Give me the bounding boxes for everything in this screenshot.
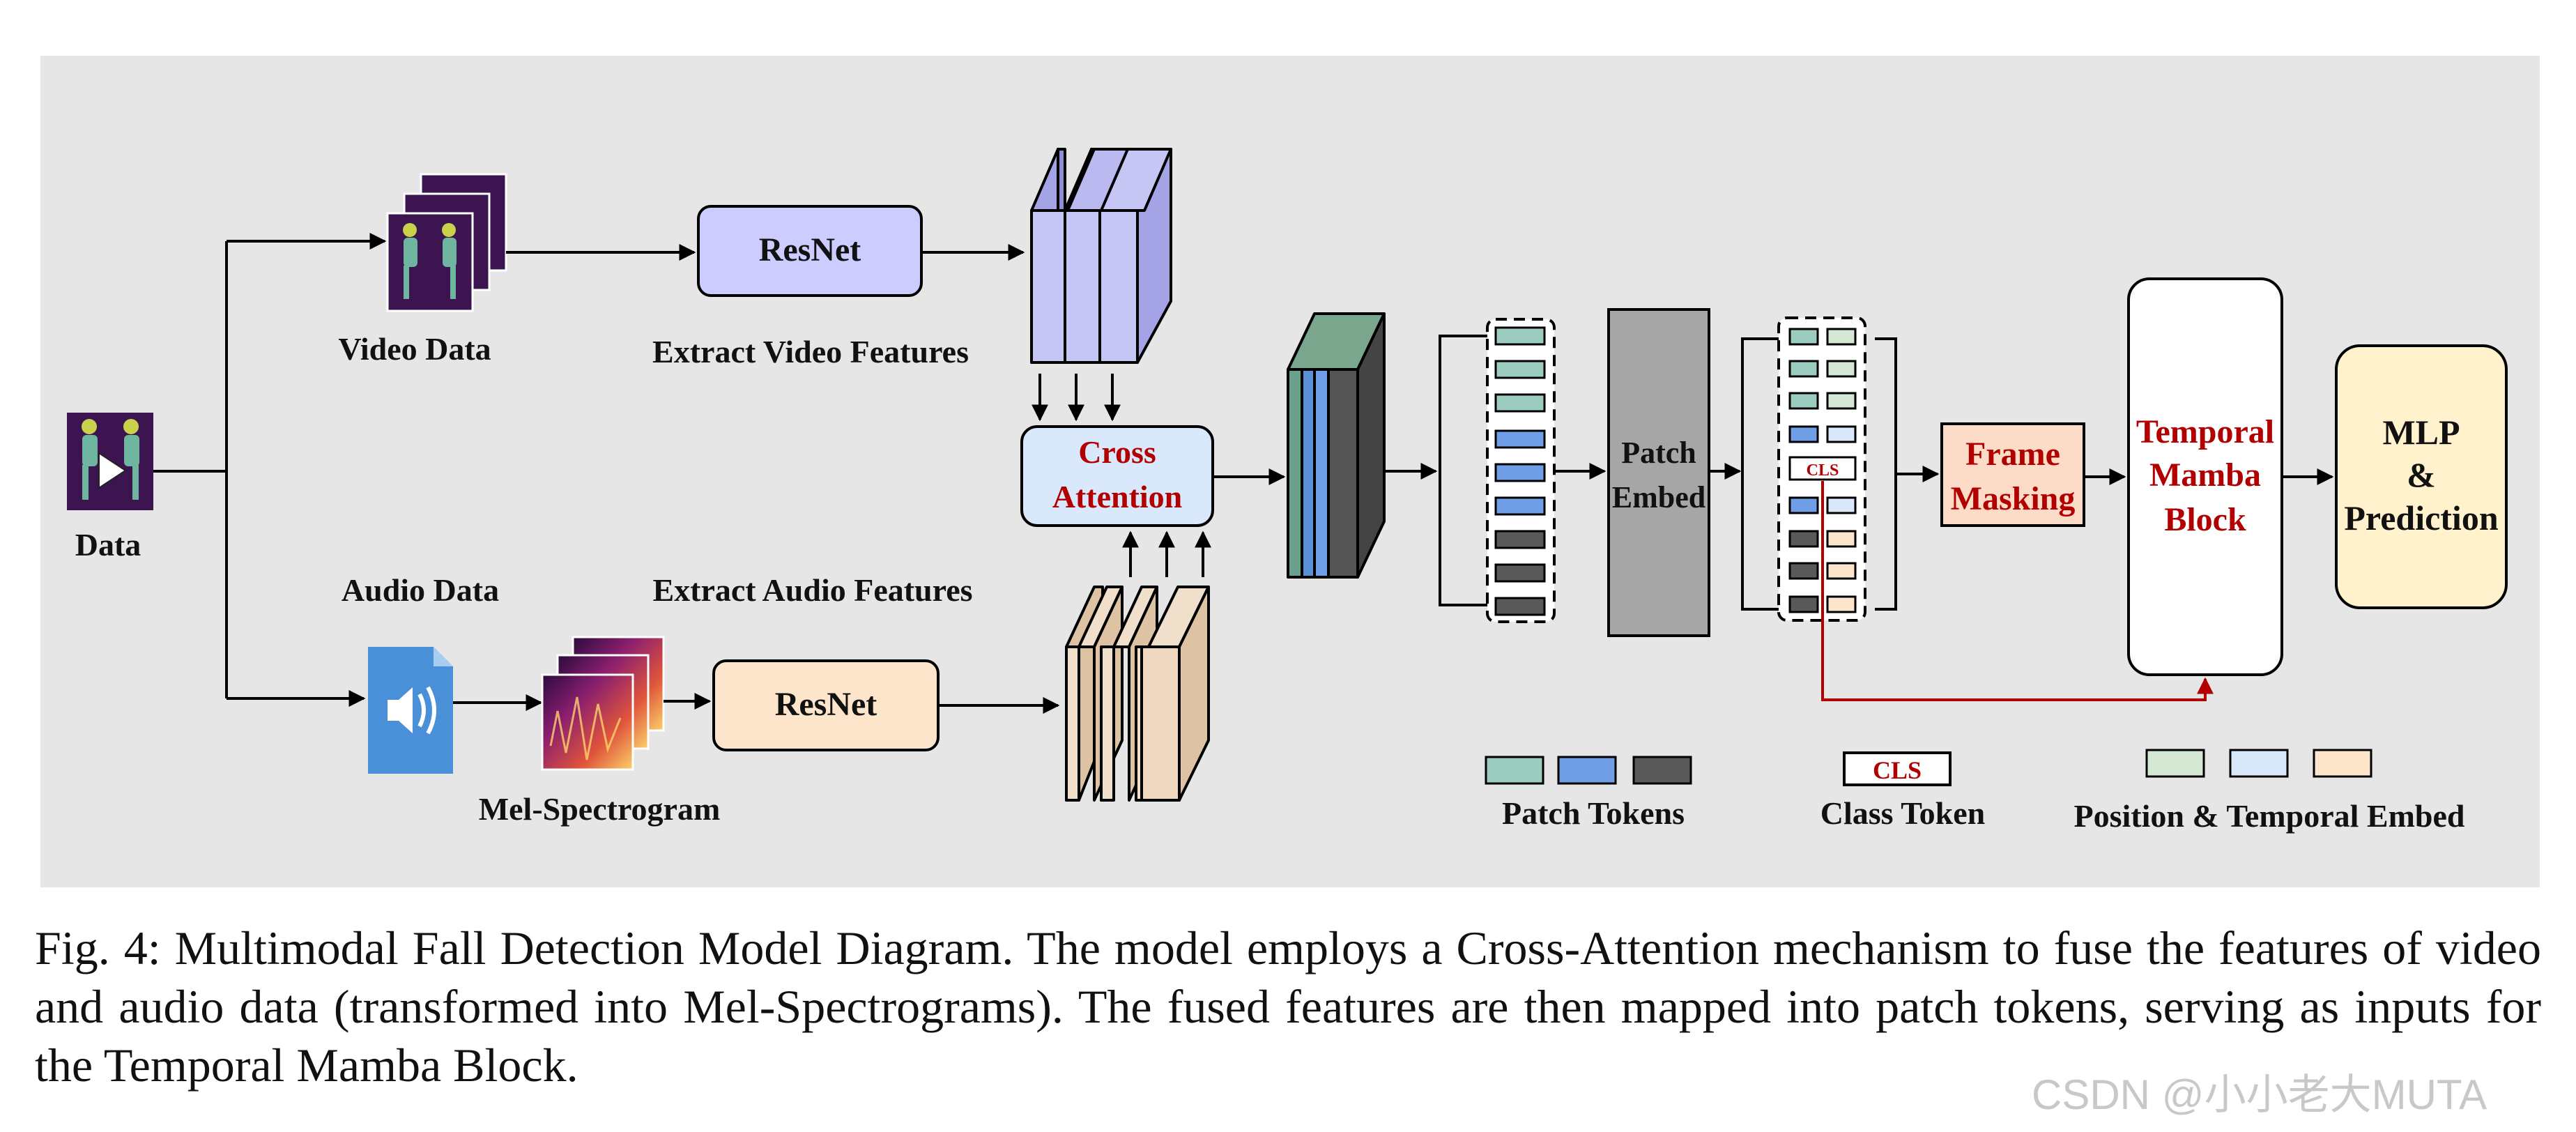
video-data-label: Video Data [338, 331, 491, 367]
patch-token [1494, 429, 1546, 449]
watermark: CSDN @小小老大MUTA [2032, 1071, 2487, 1118]
frame-masking-label-2: Masking [1951, 480, 2076, 517]
embedded-bracket-left [1741, 337, 1798, 611]
patch-token [1494, 463, 1546, 482]
mamba-label-3: Block [2164, 501, 2246, 538]
position-embed [1826, 562, 1857, 580]
patch-token [1788, 562, 1819, 580]
figure-caption: Fig. 4: Multimodal Fall Detection Model … [35, 921, 2541, 1092]
cross-attention-label-2: Attention [1052, 479, 1183, 514]
patch-token [1788, 425, 1819, 443]
patch-embed-label-1: Patch [1621, 436, 1696, 470]
video-frames-stack [386, 173, 507, 312]
patch-token [1494, 530, 1546, 549]
fused-feature-block [1287, 312, 1386, 579]
patch-token [1788, 360, 1819, 378]
token-bracket-left [1439, 335, 1496, 606]
patch-token [1788, 595, 1819, 613]
legend-cls-text: CLS [1873, 756, 1922, 784]
legend-pos-temporal-label: Position & Temporal Embed [2073, 798, 2464, 834]
patch-token [1494, 326, 1546, 346]
patch-token [1788, 496, 1819, 514]
position-embed [1826, 496, 1857, 514]
extract-video-features-label: Extract Video Features [652, 334, 969, 369]
extract-audio-features-label: Extract Audio Features [652, 572, 972, 608]
legend-patch-tokens-label: Patch Tokens [1502, 795, 1685, 831]
cls-inline-label: CLS [1807, 461, 1839, 480]
legend-patch-tokens-swatches [1485, 756, 1692, 785]
patch-token [1788, 392, 1819, 410]
frame-masking-box [1940, 422, 2085, 527]
patch-token [1494, 496, 1546, 516]
position-embed [1826, 360, 1857, 378]
resnet-audio-label: ResNet [775, 686, 877, 723]
embedded-token-column [1788, 328, 1857, 613]
mlp-label-2: & [2407, 455, 2436, 494]
patch-token [1788, 530, 1819, 548]
audio-data-label: Audio Data [342, 572, 499, 608]
speaker-icon [388, 687, 413, 733]
cross-attention-label-1: Cross [1078, 434, 1156, 470]
mamba-label-2: Mamba [2149, 457, 2261, 494]
mlp-label-3: Prediction [2344, 498, 2498, 537]
patch-token-column [1494, 326, 1546, 616]
position-embed [1826, 392, 1857, 410]
position-embed [1826, 530, 1857, 548]
position-embed [1826, 328, 1857, 346]
cls-to-mamba-connector [1821, 481, 2214, 701]
patch-token [1494, 563, 1546, 583]
legend-cls-swatch [1843, 751, 1952, 786]
video-feature-maps [1030, 148, 1172, 364]
patch-embed-label-2: Embed [1612, 480, 1705, 514]
patch-token [1494, 393, 1546, 413]
legend-class-token-label: Class Token [1820, 795, 1986, 831]
legend-pos-temporal-swatches [2145, 749, 2372, 778]
patch-token [1494, 360, 1546, 379]
mel-spectrogram-label: Mel-Spectrogram [479, 791, 721, 827]
patch-token [1494, 597, 1546, 616]
position-embed [1826, 595, 1857, 613]
patch-token [1788, 328, 1819, 346]
data-input-thumbnail [67, 413, 153, 510]
patch-embed-box [1607, 308, 1710, 637]
frame-masking-label-1: Frame [1965, 436, 2060, 473]
data-label: Data [75, 527, 141, 563]
mel-spectrogram-stack [541, 636, 665, 771]
audio-feature-maps [1065, 586, 1210, 802]
audio-file-icon [368, 647, 453, 774]
mlp-prediction-box [2335, 344, 2508, 609]
play-icon [98, 452, 127, 489]
position-embed [1826, 425, 1857, 443]
resnet-video-label: ResNet [759, 231, 861, 268]
cls-token-inline [1788, 456, 1857, 481]
mamba-label-1: Temporal [2136, 413, 2274, 450]
mlp-label-1: MLP [2382, 413, 2460, 452]
